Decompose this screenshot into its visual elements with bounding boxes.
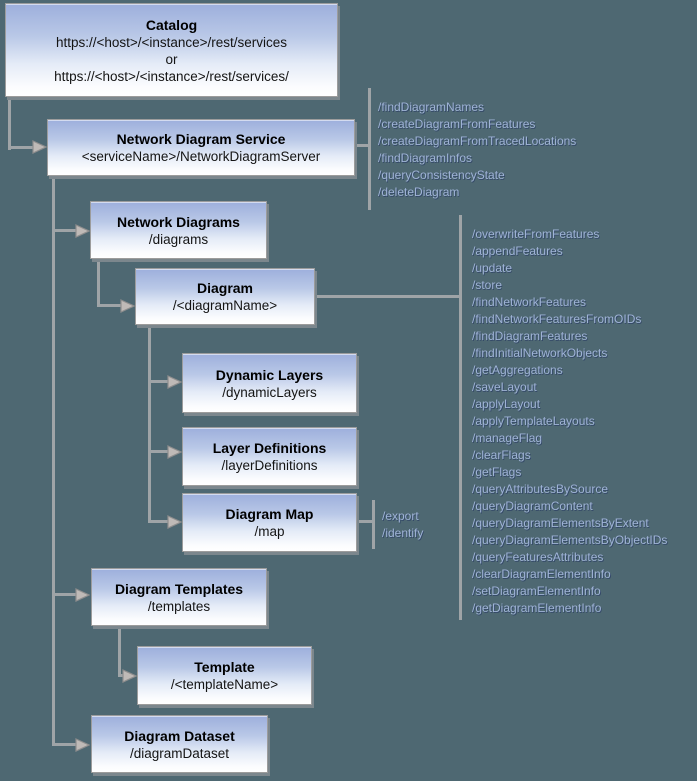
bracket-diagram-ops [459, 215, 462, 620]
bracket-map-ops [372, 500, 375, 549]
connector-to-layer-definitions [148, 450, 170, 453]
operation-label: /applyTemplateLayouts [472, 414, 595, 428]
node-network-diagrams: Network Diagrams /diagrams [90, 201, 267, 259]
connector-catalog-trunk [8, 97, 11, 150]
arrowhead-icon [75, 738, 91, 752]
operation-label: /export [382, 509, 419, 523]
node-template: Template /<templateName> [137, 646, 312, 705]
operation-label: /findDiagramFeatures [472, 329, 588, 343]
connector-to-template [118, 674, 126, 677]
operation-label: /findNetworkFeaturesFromOIDs [472, 312, 642, 326]
operation-label: /getFlags [472, 465, 522, 479]
node-layer-definitions: Layer Definitions /layerDefinitions [182, 427, 357, 486]
node-title: Layer Definitions [212, 440, 327, 456]
catalog-or-label: or [165, 51, 178, 67]
node-title: Diagram [196, 280, 254, 296]
arrowhead-icon [167, 445, 183, 459]
operation-label: /applyLayout [472, 397, 541, 411]
operation-label: /queryDiagramElementsByObjectIDs [472, 533, 668, 547]
bracket-service-ops [368, 88, 371, 210]
operation-label: /manageFlag [472, 431, 543, 445]
operation-label: /appendFeatures [472, 244, 563, 258]
node-diagram-dataset: Diagram Dataset /diagramDataset [91, 715, 268, 773]
operation-label: /findNetworkFeatures [472, 295, 587, 309]
connector-diagram-trunk [148, 325, 151, 523]
catalog-url-2: https://<host>/<instance>/rest/services/ [54, 68, 289, 84]
connector-to-diagram-dataset [52, 743, 77, 746]
connector-service-trunk [52, 176, 55, 745]
connector-service-to-ops [355, 144, 369, 147]
operation-label: /findInitialNetworkObjects [472, 346, 608, 360]
operation-label: /queryFeaturesAttributes [472, 550, 604, 564]
connector-templates-trunk [118, 626, 121, 677]
operation-label: /createDiagramFromFeatures [378, 117, 536, 131]
node-title: Template [194, 659, 255, 675]
node-title: Diagram Map [225, 506, 314, 522]
arrowhead-icon [167, 375, 183, 389]
node-catalog: Catalog https://<host>/<instance>/rest/s… [5, 3, 338, 97]
operation-label: /getDiagramElementInfo [472, 601, 602, 615]
node-network-diagram-service: Network Diagram Service <serviceName>/Ne… [47, 119, 355, 176]
operation-label: /saveLayout [472, 380, 537, 394]
service-operations-list: /findDiagramNames/createDiagramFromFeatu… [378, 99, 576, 201]
operation-label: /queryAttributesBySource [472, 482, 609, 496]
connector-network-diagrams-trunk [97, 259, 100, 307]
node-title: Network Diagrams [117, 213, 240, 230]
operation-label: /queryConsistencyState [378, 168, 505, 182]
connector-to-network-diagrams [52, 229, 77, 232]
catalog-url-1: https://<host>/<instance>/rest/services [55, 34, 288, 50]
node-subtitle: /diagramDataset [129, 745, 230, 761]
operation-label: /queryDiagramContent [472, 499, 593, 513]
operation-label: /clearDiagramElementInfo [472, 567, 611, 581]
map-operations-list: /export/identify [382, 508, 423, 542]
node-subtitle: <serviceName>/NetworkDiagramServer [81, 149, 321, 164]
connector-to-diagram-templates [52, 593, 77, 596]
node-subtitle: /layerDefinitions [221, 458, 318, 473]
operation-label: /createDiagramFromTracedLocations [378, 134, 577, 148]
connector-catalog-to-service [8, 146, 34, 149]
node-diagram-templates: Diagram Templates /templates [91, 568, 267, 626]
node-title: Network Diagram Service [116, 131, 286, 147]
node-subtitle: /<templateName> [170, 677, 279, 692]
connector-to-dynamic-layers [148, 380, 170, 383]
node-title: Diagram Templates [114, 580, 244, 597]
operation-label: /deleteDiagram [378, 185, 460, 199]
operation-label: /update [472, 261, 513, 275]
connector-diagram-to-ops [313, 295, 459, 298]
diagram-operations-list: /overwriteFromFeatures/appendFeatures/up… [472, 226, 667, 617]
node-dynamic-layers: Dynamic Layers /dynamicLayers [182, 353, 357, 413]
node-title: Dynamic Layers [215, 366, 324, 383]
node-subtitle: /dynamicLayers [222, 384, 317, 400]
connector-map-to-ops [357, 520, 373, 523]
operation-label: /identify [382, 526, 424, 540]
operation-label: /setDiagramElementInfo [472, 584, 601, 598]
arrowhead-icon [75, 224, 91, 238]
node-title: Diagram Dataset [124, 727, 235, 744]
arrowhead-icon [122, 669, 138, 683]
operation-label: /overwriteFromFeatures [472, 227, 600, 241]
node-diagram: Diagram /<diagramName> [135, 268, 315, 325]
node-title: Catalog [145, 16, 198, 33]
node-diagram-map: Diagram Map /map [182, 493, 357, 552]
node-subtitle: /map [254, 524, 285, 539]
node-subtitle: /<diagramName> [172, 298, 278, 313]
connector-to-diagram [97, 304, 123, 307]
operation-label: /store [472, 278, 503, 292]
operation-label: /getAggregations [472, 363, 563, 377]
arrowhead-icon [167, 515, 183, 529]
arrowhead-icon [120, 299, 136, 313]
operation-label: /findDiagramNames [378, 100, 485, 114]
node-subtitle: /diagrams [148, 231, 209, 247]
operation-label: /findDiagramInfos [378, 151, 473, 165]
operation-label: /queryDiagramElementsByExtent [472, 516, 649, 530]
operation-label: /clearFlags [472, 448, 531, 462]
arrowhead-icon [75, 588, 91, 602]
node-subtitle: /templates [147, 598, 211, 614]
arrowhead-icon [32, 140, 48, 154]
connector-to-diagram-map [148, 520, 170, 523]
